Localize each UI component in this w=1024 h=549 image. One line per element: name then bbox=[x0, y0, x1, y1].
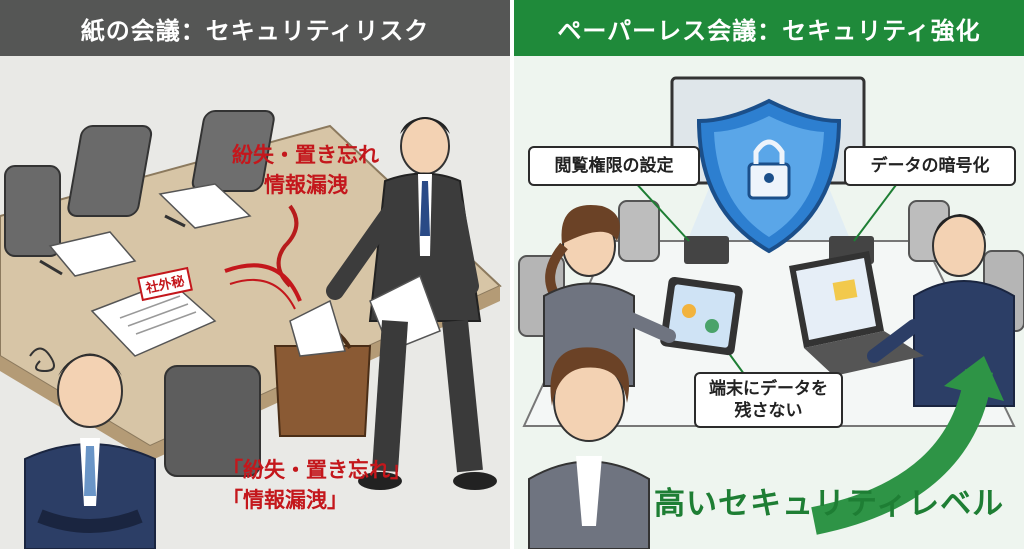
paper-meeting-panel: 紙の会議：セキュリティリスク 社外秘 bbox=[0, 0, 510, 549]
paper-meeting-scene: 社外秘 bbox=[0, 110, 502, 549]
man-head bbox=[400, 117, 450, 175]
bottom-risk-label: 「紛失・置き忘れ」 「情報漏洩」 bbox=[222, 455, 411, 515]
seated-man-head bbox=[57, 354, 123, 428]
risk-label-line1: 紛失・置き忘れ bbox=[232, 143, 379, 167]
no-device-data-line1: 端末にデータを bbox=[709, 379, 828, 399]
paperless-meeting-scene bbox=[518, 76, 1024, 549]
panel-divider bbox=[510, 0, 514, 549]
rising-arrow-icon bbox=[811, 368, 993, 535]
paper-document bbox=[158, 183, 252, 229]
bottom-risk-line1: 「紛失・置き忘れ」 bbox=[222, 458, 411, 482]
chair-icon bbox=[164, 365, 261, 477]
tablet-icon bbox=[684, 236, 729, 264]
paperless-meeting-title: ペーパーレス会議：セキュリティ強化 bbox=[514, 0, 1024, 56]
chair-icon bbox=[191, 110, 275, 192]
worry-scribble-icon bbox=[29, 347, 55, 373]
risk-label: 紛失・置き忘れ 情報漏洩 bbox=[232, 140, 379, 200]
paper-meeting-title: 紙の会議：セキュリティリスク bbox=[0, 0, 510, 56]
pen-icon bbox=[164, 214, 186, 228]
chair-icon bbox=[67, 125, 153, 217]
access-control-label: 閲覧権限の設定 bbox=[528, 146, 700, 186]
paperless-meeting-panel: ペーパーレス会議：セキュリティ強化 bbox=[514, 0, 1024, 549]
chair-icon bbox=[618, 200, 660, 262]
chair-icon bbox=[4, 165, 61, 257]
bag-icon bbox=[273, 345, 372, 437]
high-security-level-text: 高いセキュリティレベル bbox=[654, 486, 1005, 522]
risk-label-line2: 情報漏洩 bbox=[264, 173, 348, 197]
no-device-data-line2: 残さない bbox=[734, 401, 803, 421]
paper-document bbox=[48, 231, 137, 277]
no-device-data-label: 端末にデータを 残さない bbox=[694, 372, 843, 428]
bottom-risk-line2: 「情報漏洩」 bbox=[222, 488, 348, 512]
pen-icon bbox=[39, 259, 63, 276]
encryption-label: データの暗号化 bbox=[844, 146, 1016, 186]
